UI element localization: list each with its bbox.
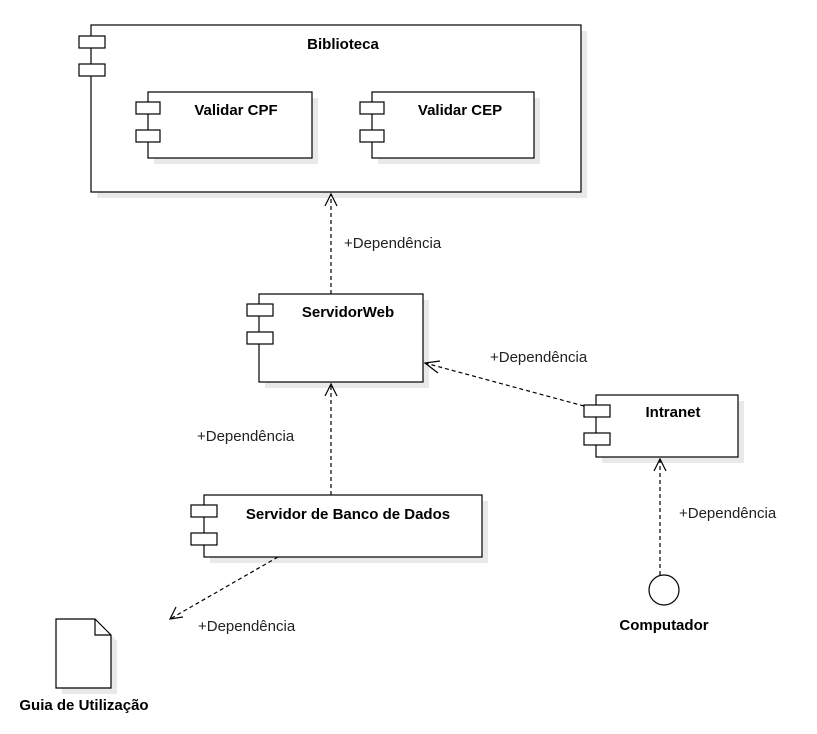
dependency-label: +Dependência [198,618,296,635]
component-intranet-label: Intranet [645,404,700,421]
dependency-intranet-web[interactable]: +Dependência [423,349,588,407]
component-port-icon [359,129,385,143]
component-port-icon [359,101,385,115]
component-port-icon [135,129,161,143]
dependency-banco-guia[interactable]: +Dependência [168,556,296,635]
document-icon [55,618,112,689]
arrowhead-icon [423,360,441,374]
interface-circle-icon [648,574,680,606]
component-servidor-banco-label: Servidor de Banco de Dados [246,506,450,523]
component-servidor-web[interactable]: ServidorWeb [246,293,429,388]
component-port-icon [190,532,218,546]
interface-computador-label: Computador [619,617,708,634]
component-biblioteca-label: Biblioteca [307,36,379,53]
dependency-label: +Dependência [197,428,295,445]
component-port-icon [135,101,161,115]
component-port-icon [583,432,611,446]
component-validar-cep-label: Validar CEP [418,102,502,119]
dependency-label: +Dependência [679,505,777,522]
dependency-computador-intranet[interactable]: +Dependência [653,457,777,575]
component-validar-cpf-label: Validar CPF [194,102,277,119]
component-servidor-banco[interactable]: Servidor de Banco de Dados [190,494,488,563]
arrowhead-icon [324,382,338,397]
component-intranet[interactable]: Intranet [583,394,744,463]
arrowhead-icon [324,192,338,207]
component-servidor-web-label: ServidorWeb [302,304,394,321]
artifact-guia[interactable]: Guia de Utilização [19,618,149,714]
arrowhead-icon [168,606,184,620]
arrowhead-icon [653,457,667,472]
component-port-icon [78,63,106,77]
interface-computador[interactable]: Computador [619,574,709,634]
component-port-icon [78,35,106,49]
component-port-icon [246,331,274,345]
component-port-icon [583,404,611,418]
component-validar-cpf[interactable]: Validar CPF [135,91,318,164]
component-port-icon [190,504,218,518]
component-port-icon [246,303,274,317]
dependency-label: +Dependência [344,235,442,252]
component-validar-cep[interactable]: Validar CEP [359,91,540,164]
artifact-guia-label: Guia de Utilização [19,697,148,714]
dependency-web-biblioteca[interactable]: +Dependência [324,192,442,294]
dependency-label: +Dependência [490,349,588,366]
dependency-banco-web[interactable]: +Dependência [197,382,338,495]
